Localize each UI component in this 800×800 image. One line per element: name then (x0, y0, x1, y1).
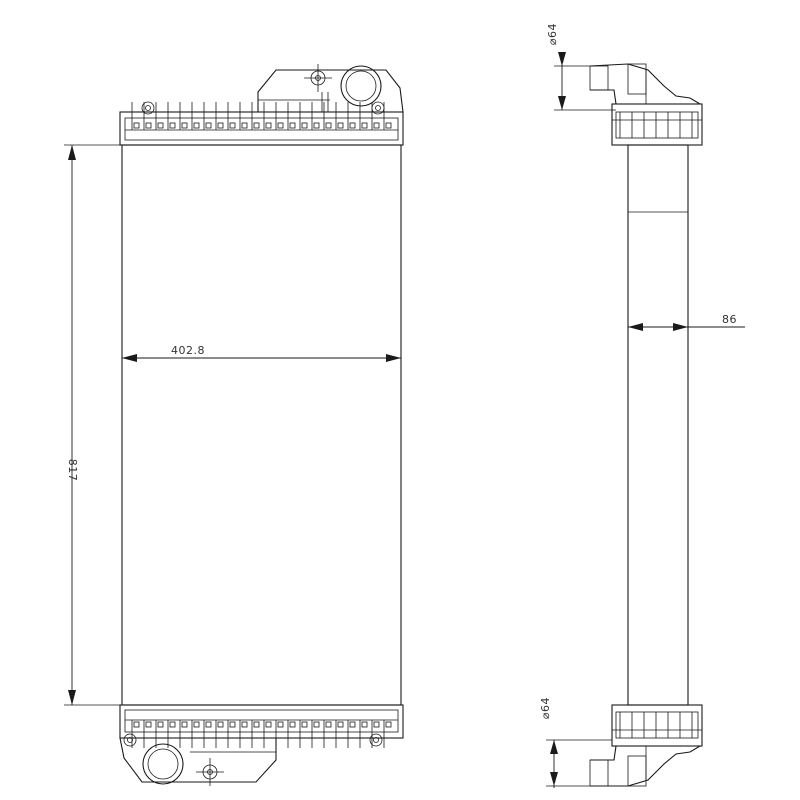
height-label: 817 (66, 459, 79, 482)
tank-slot (361, 122, 368, 129)
top-tank (119, 64, 404, 146)
tank-slot (265, 122, 272, 129)
tank-slot (205, 721, 212, 728)
tank-slot (133, 122, 140, 129)
thickness-dimension: 86 (628, 313, 745, 331)
tank-slot (265, 721, 272, 728)
tank-slot (289, 721, 296, 728)
tank-slot (337, 721, 344, 728)
tank-slot (217, 122, 224, 129)
tank-slot (301, 122, 308, 129)
side-top-tank (589, 63, 703, 146)
tank-slot (373, 122, 380, 129)
tank-slot (169, 721, 176, 728)
tank-slot (325, 721, 332, 728)
tank-slot (181, 721, 188, 728)
tank-slot (253, 122, 260, 129)
top-diameter-dimension: ⌀64 (546, 23, 616, 111)
side-core (627, 144, 689, 706)
tank-slot (337, 122, 344, 129)
tank-slot (301, 721, 308, 728)
tank-slot (361, 721, 368, 728)
tank-slot (181, 122, 188, 129)
tank-slot (373, 721, 380, 728)
tank-slot (217, 721, 224, 728)
core-body (121, 144, 402, 706)
bottom-diameter-dimension: ⌀64 (539, 697, 612, 788)
side-view: 86 ⌀64 ⌀64 (539, 23, 745, 788)
tank-slot (193, 721, 200, 728)
tank-slot (277, 122, 284, 129)
tank-slot (145, 721, 152, 728)
width-dimension: 402.8 (122, 344, 401, 362)
tank-slot (253, 721, 260, 728)
tank-slot (385, 721, 392, 728)
tank-slot (385, 122, 392, 129)
bottom-diameter-label: ⌀64 (539, 697, 552, 719)
tank-slot (157, 122, 164, 129)
tank-slot (145, 122, 152, 129)
tank-slot (349, 721, 356, 728)
thickness-label: 86 (722, 313, 737, 326)
width-label: 402.8 (171, 344, 205, 357)
tank-slot (313, 721, 320, 728)
tank-slot (133, 721, 140, 728)
tank-slot (193, 122, 200, 129)
tank-slot (229, 122, 236, 129)
tank-slot (229, 721, 236, 728)
tank-slot (277, 721, 284, 728)
tank-slot (289, 122, 296, 129)
tank-slot (157, 721, 164, 728)
side-bottom-tank (589, 704, 703, 787)
tank-slot (205, 122, 212, 129)
tank-slot (349, 122, 356, 129)
tank-slot (241, 122, 248, 129)
top-diameter-label: ⌀64 (546, 23, 559, 45)
bottom-outlet-outer (142, 743, 184, 785)
tank-slot (325, 122, 332, 129)
bottom-tank (119, 704, 404, 786)
front-view: 817 402.8 (64, 64, 404, 786)
top-inlet-outer (340, 65, 382, 107)
tank-slot (313, 122, 320, 129)
tank-slot (241, 721, 248, 728)
tank-slot (169, 122, 176, 129)
height-dimension: 817 (64, 144, 120, 706)
